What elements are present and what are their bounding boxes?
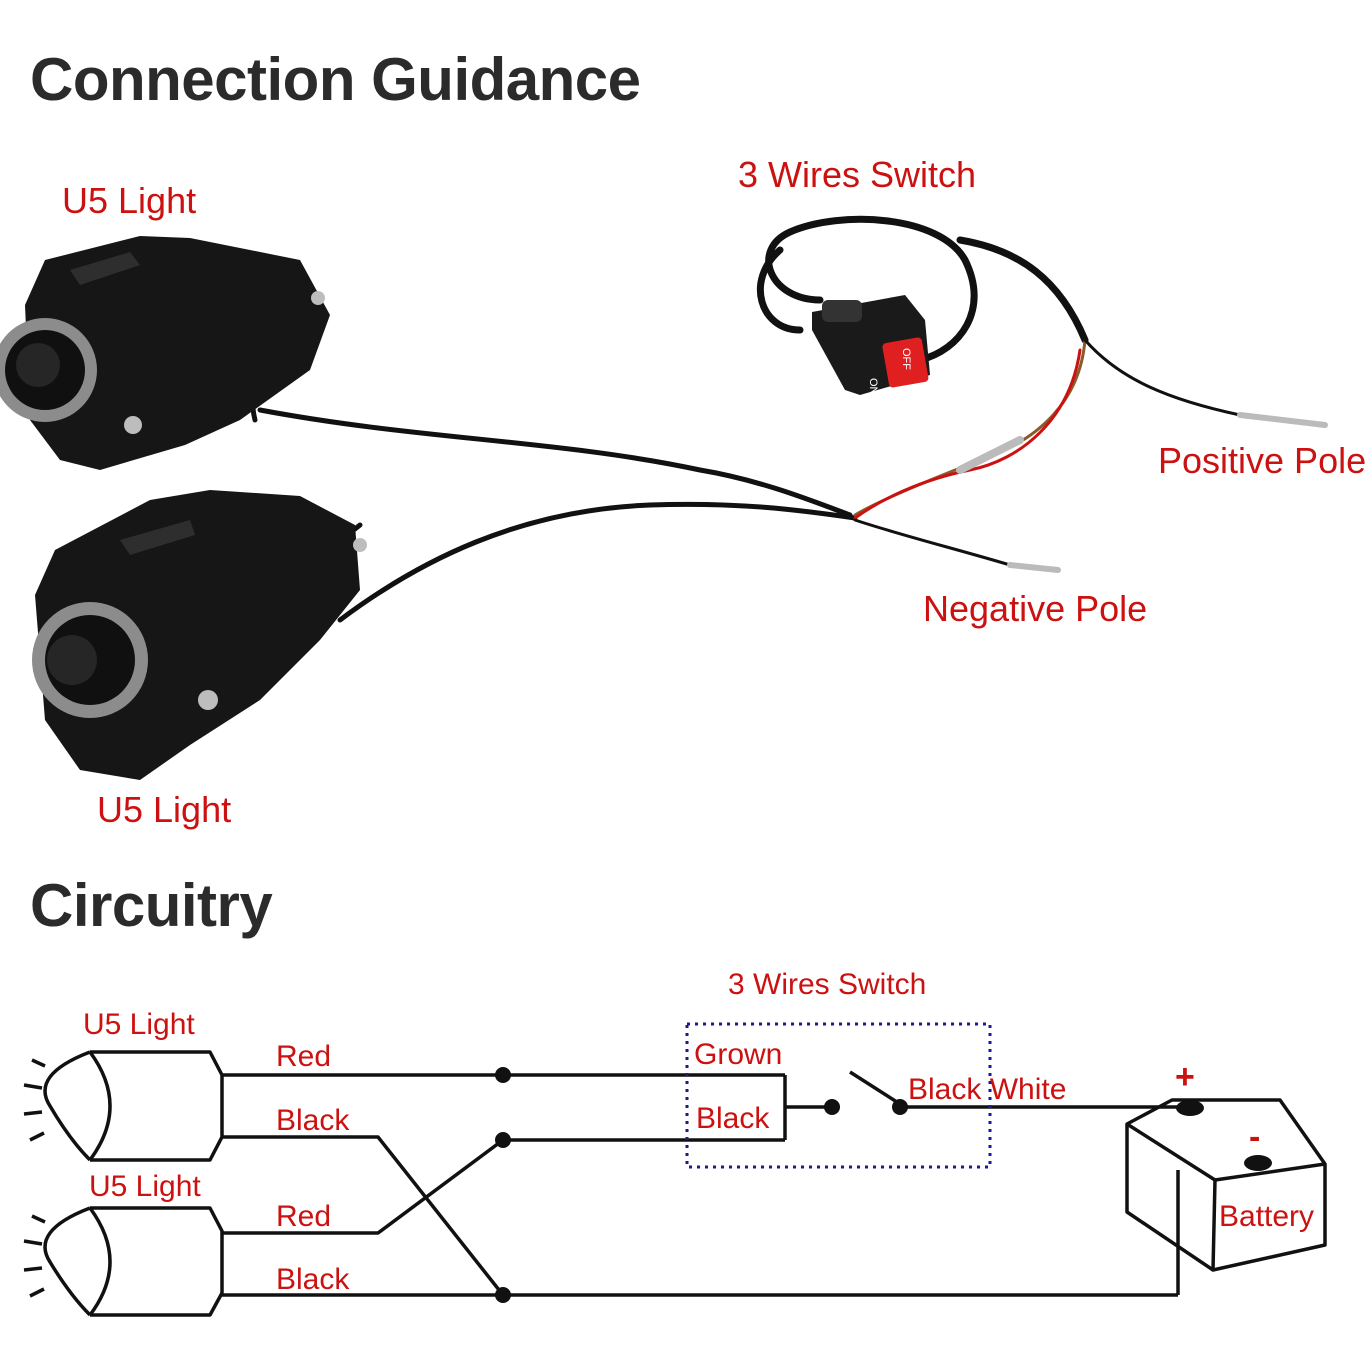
- wire-red-bottom-label: Red: [276, 1200, 332, 1233]
- light-symbol-top: [23, 1050, 224, 1162]
- u5-light-top-label: U5 Light: [62, 180, 197, 221]
- circuitry-title: Circuitry: [30, 872, 273, 939]
- positive-pole-label: Positive Pole: [1158, 440, 1367, 481]
- battery-plus-sign: +: [1175, 1058, 1195, 1096]
- switch-wires: [756, 215, 1089, 364]
- switch-body: ON OFF: [812, 295, 930, 395]
- battery-label: Battery: [1219, 1200, 1315, 1233]
- circuit-switch-label: 3 Wires Switch: [728, 968, 927, 1001]
- lead-wires: [853, 338, 1328, 573]
- wire-black-bottom-label: Black: [276, 1263, 350, 1296]
- circuit-light-bottom-label: U5 Light: [89, 1170, 201, 1203]
- switch-black-label: Black: [696, 1102, 770, 1135]
- wire-red-top-label: Red: [276, 1040, 332, 1073]
- connection-guidance-title: Connection Guidance: [30, 46, 641, 113]
- circuit-light-top-label: U5 Light: [83, 1008, 195, 1041]
- switch-on-text: ON: [867, 378, 879, 395]
- switch-black-white-label: Black White: [908, 1073, 1067, 1106]
- switch-label: 3 Wires Switch: [738, 154, 977, 195]
- switch-off-text: OFF: [900, 348, 912, 370]
- switch-grown-label: Grown: [694, 1038, 783, 1071]
- wire-black-top-label: Black: [276, 1104, 350, 1137]
- battery-symbol: [1125, 1098, 1327, 1272]
- connection-illustration: ON OFF: [0, 215, 1328, 780]
- light-symbol-bottom: [23, 1206, 224, 1317]
- negative-pole-label: Negative Pole: [923, 588, 1148, 629]
- u5-light-top-image: [0, 236, 330, 470]
- u5-light-bottom-label: U5 Light: [97, 789, 232, 830]
- u5-light-bottom-image: [32, 490, 367, 780]
- battery-minus-sign: -: [1249, 1118, 1261, 1156]
